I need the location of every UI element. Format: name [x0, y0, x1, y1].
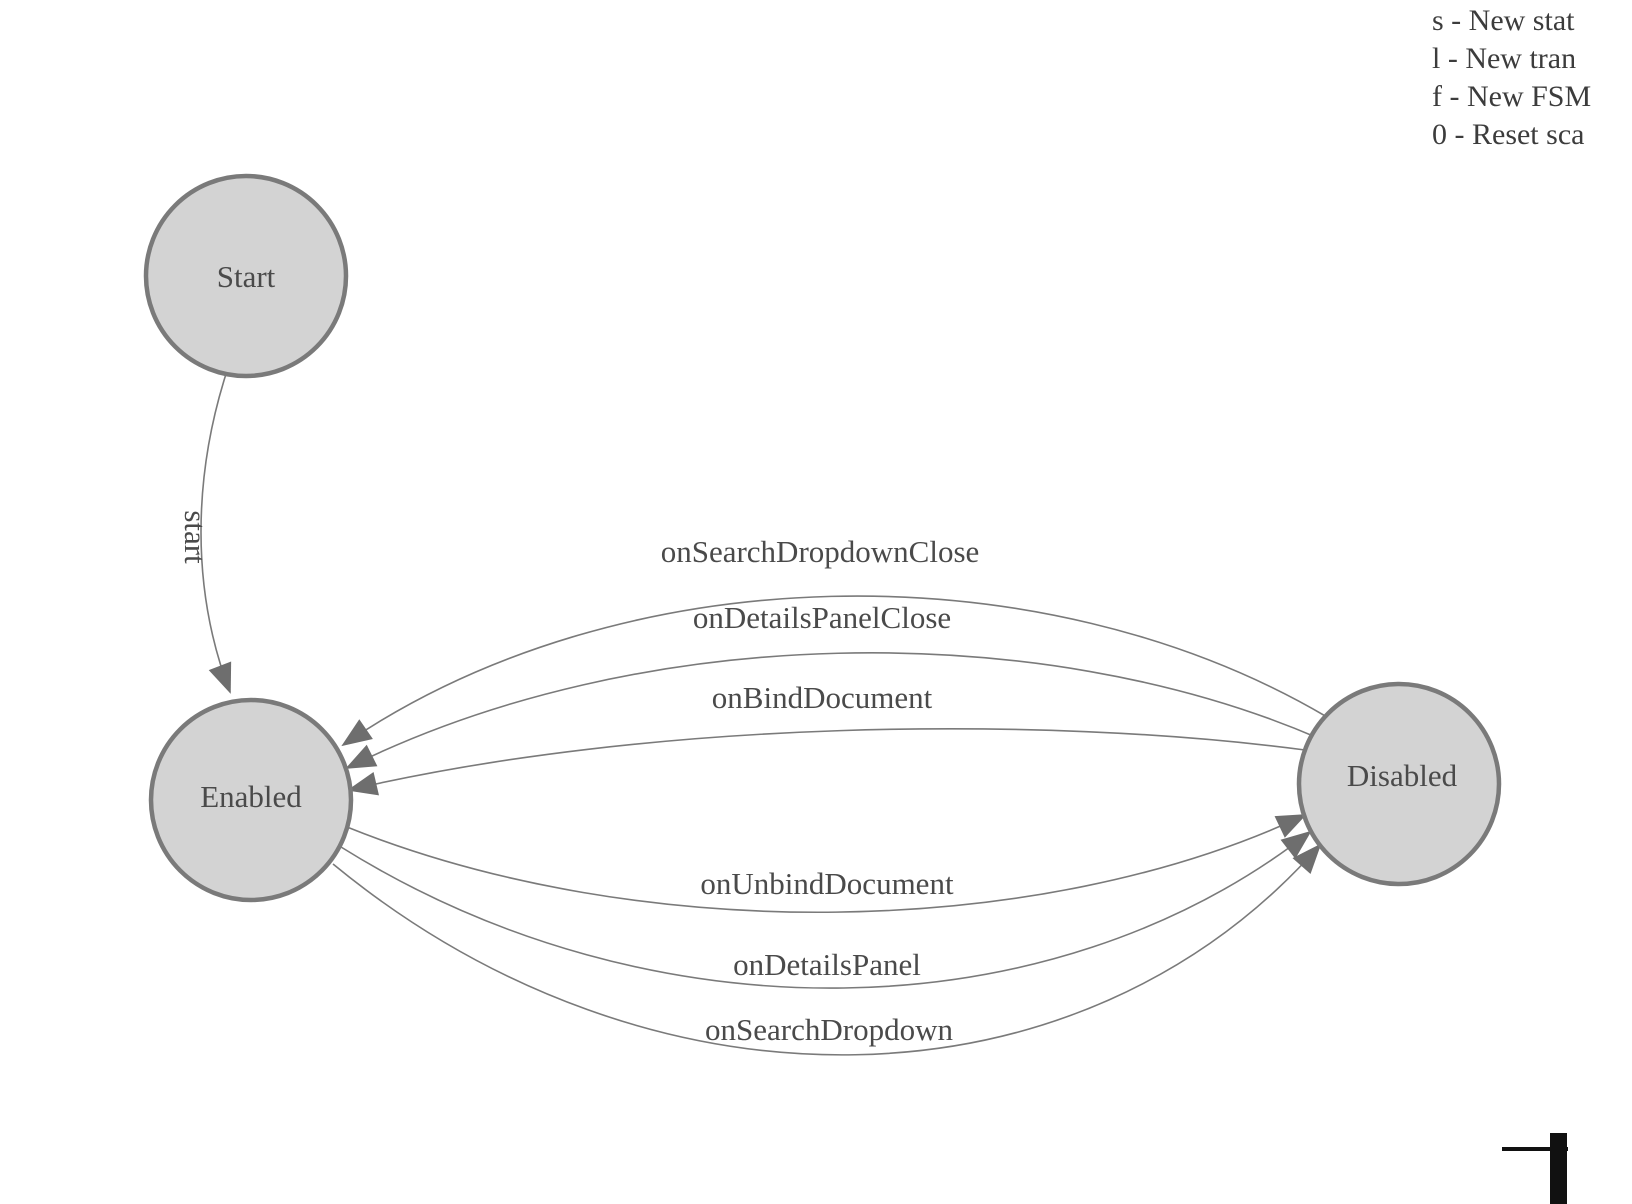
edge-enabled-to-disabled-2[interactable] [332, 843, 1322, 1056]
state-label-disabled: Disabled [1347, 758, 1458, 793]
state-label-enabled: Enabled [200, 779, 302, 814]
edge-label-onbinddocument: onBindDocument [712, 680, 933, 715]
edge-label-onunbinddocument: onUnbindDocument [700, 866, 954, 901]
state-circle-disabled[interactable] [1296, 681, 1502, 887]
edge-label-ondetailspanelclose: onDetailsPanelClose [693, 600, 951, 635]
caret-crossbar [1502, 1147, 1568, 1151]
edge-disabled-to-enabled-1[interactable] [345, 652, 1319, 769]
edge-label-ondetailspanel: onDetailsPanel [733, 947, 921, 982]
edge-start-to-enabled[interactable] [200, 373, 232, 694]
caret-stem [1550, 1133, 1567, 1204]
state-node-start[interactable]: Start [143, 173, 349, 379]
legend-line-new-transition: l - New tran [1432, 42, 1577, 75]
edge-disabled-to-enabled-2[interactable] [347, 728, 1306, 796]
legend-line-new-state: s - New stat [1432, 4, 1575, 37]
state-label-start: Start [217, 259, 276, 294]
state-node-enabled[interactable]: Enabled [148, 697, 354, 903]
edge-disabled-to-enabled-0[interactable] [341, 595, 1328, 747]
edge-label-onsearchdropdownclose: onSearchDropdownClose [661, 534, 980, 569]
state-node-disabled[interactable]: Disabled [1296, 681, 1502, 887]
legend-line-reset-scale: 0 - Reset sca [1432, 118, 1585, 151]
edge-enabled-to-disabled-1[interactable] [340, 830, 1312, 989]
shortcut-legend: s - New stat l - New tran f - New FSM 0 … [1432, 2, 1591, 154]
legend-line-new-fsm: f - New FSM [1432, 80, 1592, 113]
state-circle-start[interactable] [143, 173, 349, 379]
edge-label-onsearchdropdown: onSearchDropdown [705, 1012, 953, 1047]
edge-enabled-to-disabled-0[interactable] [346, 814, 1307, 913]
state-circle-enabled[interactable] [148, 697, 354, 903]
edge-label-start: start [178, 510, 213, 564]
